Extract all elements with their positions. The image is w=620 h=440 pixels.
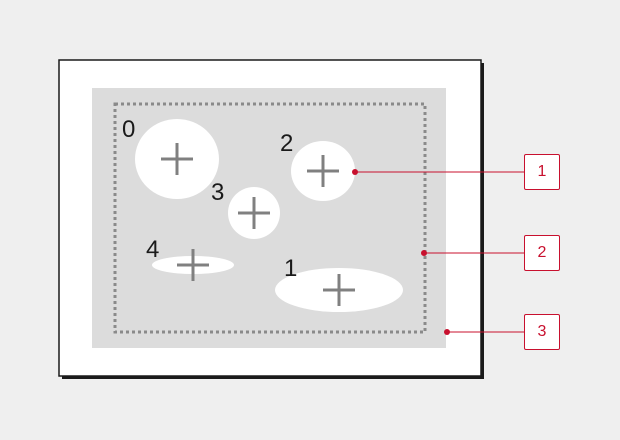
blob-label-4: 4 xyxy=(146,236,159,263)
dotted-detection-window xyxy=(113,102,427,334)
blob-label-0: 0 xyxy=(122,116,135,143)
blob-label-1: 1 xyxy=(284,255,297,282)
callout-leader-3 xyxy=(444,329,524,335)
crosshair-icon xyxy=(177,249,209,281)
blob-label-3: 3 xyxy=(211,179,224,206)
callout-leader-1 xyxy=(352,169,524,175)
callout-box-1: 1 xyxy=(524,154,560,190)
crosshair-icon xyxy=(307,155,339,187)
callout-leader-2 xyxy=(421,250,524,256)
callout-box-2: 2 xyxy=(524,235,560,271)
crosshair-icon xyxy=(323,274,355,306)
crosshair-icon xyxy=(161,143,193,175)
crosshair-icon xyxy=(238,197,270,229)
callout-box-3: 3 xyxy=(524,314,560,350)
blob-label-2: 2 xyxy=(280,130,293,157)
